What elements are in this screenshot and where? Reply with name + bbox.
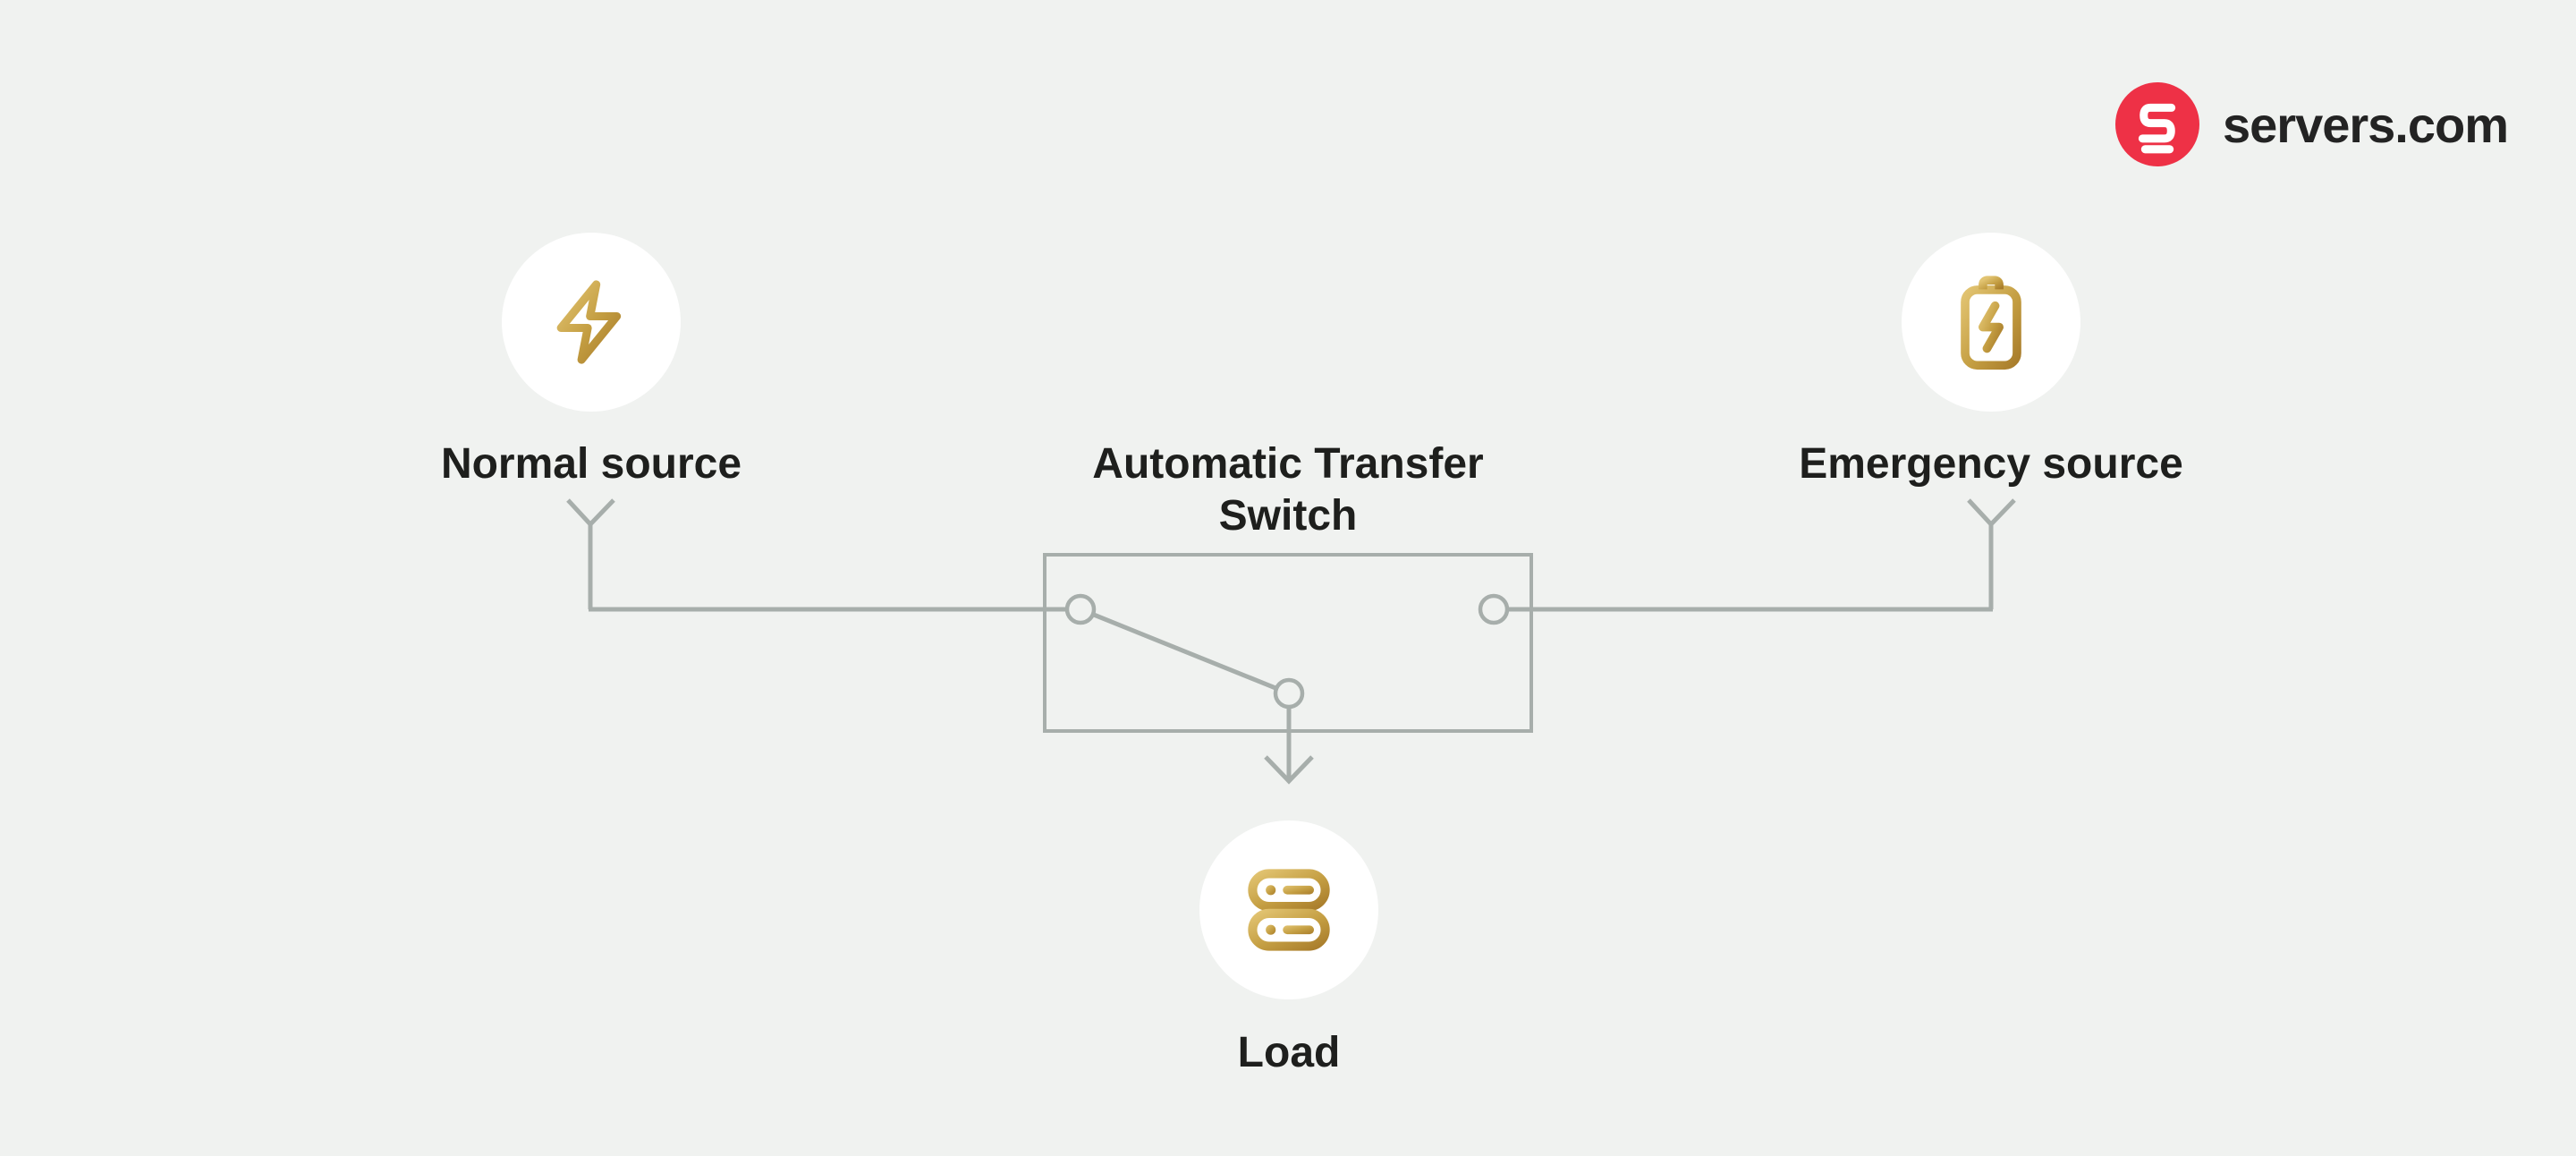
load-arrowhead-icon — [1264, 755, 1314, 785]
normal-source-node — [502, 233, 681, 412]
ats-label-line1: Automatic Transfer — [1092, 440, 1484, 488]
brand-wordmark: servers.com — [2222, 96, 2509, 153]
load-label: Load — [1237, 1029, 1341, 1076]
lightning-bolt-icon — [556, 280, 622, 364]
emergency-source-node — [1902, 233, 2080, 412]
emergency-feed-fork — [1967, 498, 2016, 528]
normal-source-label: Normal source — [440, 440, 742, 488]
brand-logo: servers.com — [2114, 82, 2509, 166]
normal-feed-fork — [566, 498, 615, 528]
emergency-source-label: Emergency source — [1799, 440, 2183, 488]
emergency-terminal-contact — [1478, 593, 1510, 625]
battery-charging-icon — [1961, 276, 2021, 370]
server-stack-icon — [1248, 869, 1330, 951]
servers-logo-icon — [2114, 82, 2199, 166]
normal-terminal-contact — [1064, 593, 1097, 625]
switch-blade — [1080, 607, 1290, 696]
ats-label: Automatic Transfer Switch — [1092, 438, 1483, 542]
common-terminal-contact — [1273, 677, 1305, 710]
ats-label-line2: Switch — [1218, 492, 1358, 540]
load-node — [1199, 820, 1378, 999]
